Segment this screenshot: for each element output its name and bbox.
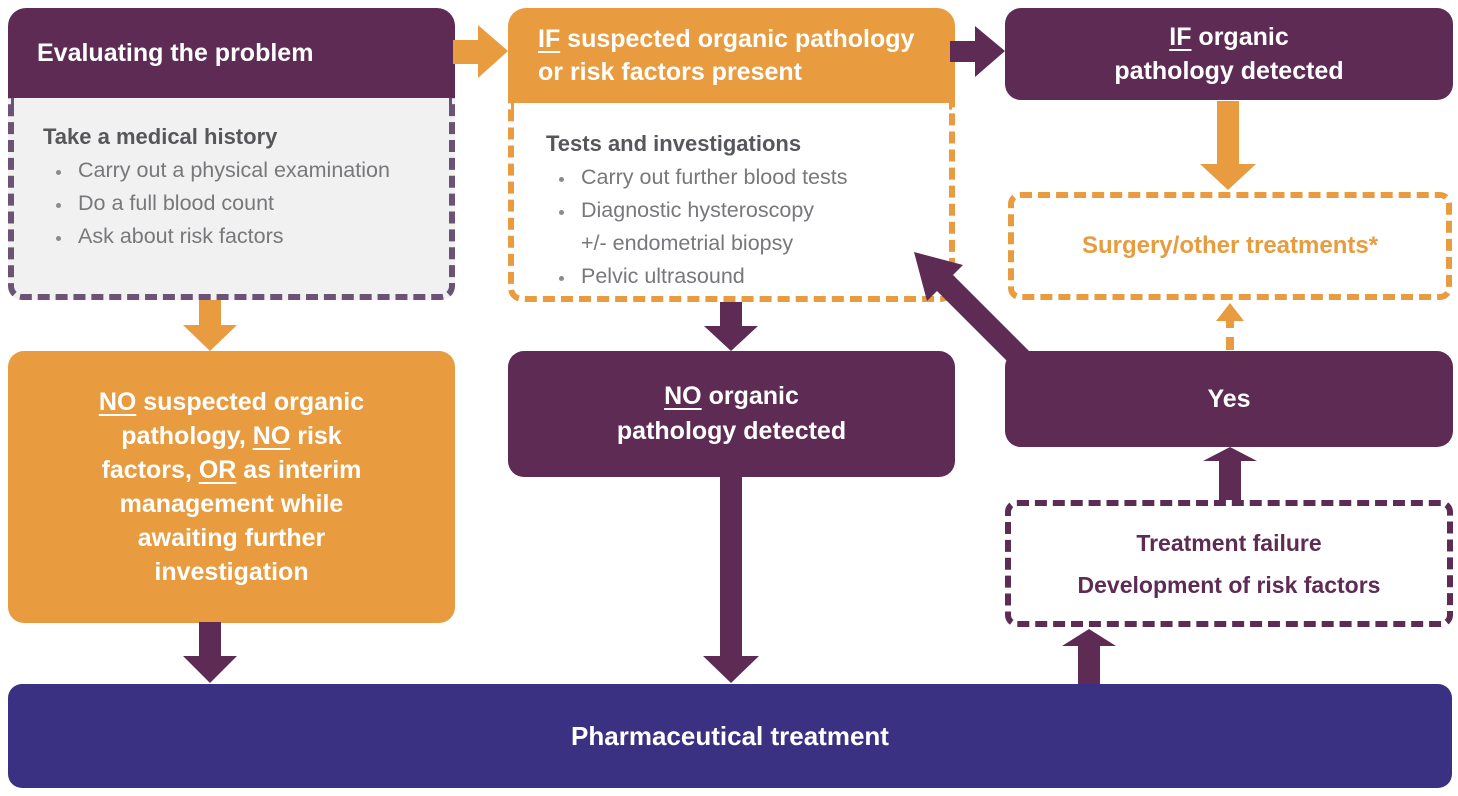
tests-investigations-panel: Tests and investigations Carry out furth… bbox=[508, 103, 955, 302]
box-line: NO suspected organic bbox=[98, 388, 365, 416]
box-line: IF organic bbox=[1169, 23, 1289, 51]
evaluating-problem-title: Evaluating the problem bbox=[37, 38, 314, 67]
medical-history-list: Carry out a physical examination Do a fu… bbox=[37, 154, 431, 253]
list-item: Carry out a physical examination bbox=[73, 154, 431, 187]
arrow-no-suspected-to-pharma bbox=[183, 622, 237, 683]
arrow-tests-to-no-detected bbox=[704, 302, 758, 351]
arrow-no-detected-to-pharma bbox=[703, 476, 759, 683]
box-line: Development of risk factors bbox=[1077, 571, 1381, 598]
arrow-evaluating-to-suspected bbox=[453, 25, 508, 78]
box-line: factors, OR as interim bbox=[101, 456, 362, 484]
medical-history-panel: Take a medical history Carry out a physi… bbox=[8, 98, 455, 300]
box-line: pathology, NO risk bbox=[121, 422, 342, 450]
list-item: Pelvic ultrasound bbox=[576, 260, 935, 293]
box-line: Treatment failure bbox=[1136, 529, 1322, 556]
no-pathology-detected-box: NO organic pathology detected bbox=[508, 351, 955, 477]
box-line: IF suspected organic pathology bbox=[538, 24, 915, 53]
box-line: pathology detected bbox=[1114, 57, 1344, 85]
list-item: Carry out further blood tests bbox=[576, 161, 935, 194]
arrow-yes-to-surgery-head bbox=[1216, 303, 1244, 321]
arrow-history-to-no-suspected bbox=[183, 300, 237, 351]
box-line: pathology detected bbox=[616, 417, 847, 445]
no-suspected-pathology-box: NO suspected organic pathology, NO risk … bbox=[8, 351, 455, 623]
box-line: NO organic bbox=[664, 382, 799, 410]
yes-box: Yes bbox=[1005, 351, 1453, 447]
list-item: Do a full blood count bbox=[73, 187, 431, 220]
list-item: Ask about risk factors bbox=[73, 220, 431, 253]
box-line: investigation bbox=[154, 558, 309, 586]
medical-history-heading: Take a medical history bbox=[43, 124, 278, 149]
arrow-detected-to-surgery bbox=[1200, 101, 1256, 190]
box-line: awaiting further bbox=[137, 524, 326, 552]
if-pathology-detected-box: IF organic pathology detected bbox=[1005, 8, 1453, 100]
arrow-pharma-to-failure bbox=[1062, 629, 1116, 684]
surgery-label: Surgery/other treatments* bbox=[1081, 232, 1379, 259]
pharmaceutical-treatment-bar: Pharmaceutical treatment bbox=[8, 684, 1452, 788]
box-line: or risk factors present bbox=[538, 57, 802, 86]
yes-label: Yes bbox=[1207, 384, 1251, 413]
pharmaceutical-label: Pharmaceutical treatment bbox=[571, 720, 889, 751]
if-suspected-pathology-box: IF suspected organic pathology or risk f… bbox=[508, 8, 955, 103]
tests-heading: Tests and investigations bbox=[546, 131, 802, 156]
evaluating-problem-box: Evaluating the problem bbox=[8, 8, 455, 98]
arrow-failure-to-yes bbox=[1203, 447, 1257, 500]
box-line: management while bbox=[119, 490, 344, 518]
tests-list: Carry out further blood tests Diagnostic… bbox=[540, 161, 935, 293]
surgery-other-treatments-box: Surgery/other treatments* bbox=[1008, 192, 1452, 300]
arrow-suspected-to-detected bbox=[950, 26, 1005, 77]
list-item: Diagnostic hysteroscopy+/- endometrial b… bbox=[576, 194, 935, 260]
treatment-failure-box: Treatment failure Development of risk fa… bbox=[1005, 500, 1453, 627]
